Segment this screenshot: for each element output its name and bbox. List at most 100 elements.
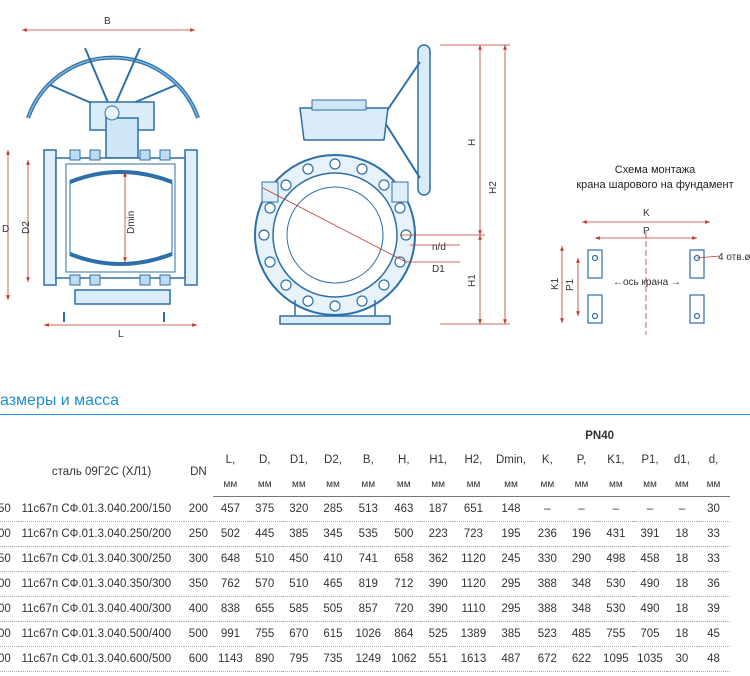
unit-cell: мм [281, 472, 316, 497]
value-cell: 458 [633, 546, 667, 572]
row-prefix-cell: 0/400 [0, 621, 20, 647]
mounting-scheme-title: Схема монтажа крана шарового на фундамен… [560, 163, 750, 193]
value-cell: 390 [421, 571, 456, 597]
value-cell: 285 [315, 496, 351, 522]
dim-l-label: L [118, 329, 124, 340]
value-cell: 1613 [455, 646, 492, 672]
value-cell: 712 [386, 571, 422, 597]
col-header: K1, [607, 454, 625, 466]
value-cell: 857 [350, 596, 387, 622]
value-cell: 505 [315, 596, 351, 622]
value-cell: 348 [564, 596, 599, 622]
row-prefix-cell: 0/250 [0, 546, 20, 572]
unit-cell: мм [530, 472, 565, 497]
value-cell: 670 [281, 621, 316, 647]
value-cell: 348 [564, 571, 599, 597]
value-cell: 705 [633, 621, 667, 647]
section-title: азмеры и масса [0, 392, 119, 409]
value-cell: – [530, 496, 565, 522]
row-prefix-cell: 0/300 [0, 596, 20, 622]
col-header: L, [225, 454, 236, 466]
col-header: D2, [324, 454, 342, 466]
value-cell: 148 [491, 496, 531, 522]
value-cell: 48 [697, 646, 730, 672]
col-header: H2, [464, 454, 483, 466]
value-cell: 445 [247, 521, 282, 547]
value-cell: 410 [315, 546, 351, 572]
value-cell: 388 [530, 596, 565, 622]
header-pn-row: PN40 [0, 424, 730, 448]
col-header: B, [362, 454, 374, 466]
unit-cell: мм [633, 472, 667, 497]
dn-header: DN [190, 466, 207, 479]
unit-cell: мм [697, 472, 730, 497]
value-cell: 320 [281, 496, 316, 522]
value-cell: 18 [666, 571, 697, 597]
dim-dmin-label: Dmin [126, 211, 137, 234]
value-cell: 720 [386, 596, 422, 622]
value-cell: 762 [213, 571, 248, 597]
mounting-scheme [587, 249, 705, 324]
value-cell: 1120 [455, 571, 492, 597]
model-cell: 11с67п СФ.01.3.040.350/300 [19, 571, 184, 597]
value-cell: 1389 [455, 621, 492, 647]
value-cell: 30 [666, 646, 697, 672]
value-cell: 615 [315, 621, 351, 647]
value-cell: 864 [386, 621, 422, 647]
dn-cell: 350 [183, 571, 214, 597]
dim-h2-label: H2 [488, 181, 499, 194]
value-cell: 1095 [598, 646, 634, 672]
dim-h1-label: H1 [467, 274, 478, 287]
dim-b-label: B [104, 16, 111, 27]
value-cell: 485 [564, 621, 599, 647]
col-header: H1, [429, 454, 448, 466]
value-cell: 463 [386, 496, 422, 522]
model-cell: 11с67п СФ.01.3.040.250/200 [19, 521, 184, 547]
value-cell: 290 [564, 546, 599, 572]
bolt-holes-label: 4 отв.ø [718, 252, 750, 263]
value-cell: – [666, 496, 697, 522]
row-prefix-cell: 0/300 [0, 571, 20, 597]
table-row: 0/40011с67п СФ.01.3.040.500/400500991755… [0, 621, 730, 647]
value-cell: 795 [281, 646, 316, 672]
section-title-rule [0, 414, 750, 415]
value-cell: 39 [697, 596, 730, 622]
col-header: d1, [673, 454, 690, 466]
unit-cell: мм [350, 472, 387, 497]
value-cell: 18 [666, 521, 697, 547]
value-cell: 245 [491, 546, 531, 572]
value-cell: 490 [633, 596, 667, 622]
dn-cell: 600 [183, 646, 214, 672]
value-cell: 362 [421, 546, 456, 572]
value-cell: 523 [530, 621, 565, 647]
value-cell: 723 [455, 521, 492, 547]
value-cell: 513 [350, 496, 387, 522]
unit-cell: мм [247, 472, 282, 497]
unit-cell: мм [386, 472, 422, 497]
header-row: сталь 09Г2С (ХЛ1) DN L, D, D1, D2, B, H,… [0, 448, 730, 478]
value-cell: 502 [213, 521, 248, 547]
value-cell: 457 [213, 496, 248, 522]
dim-k-label: K [643, 208, 650, 219]
value-cell: 525 [421, 621, 456, 647]
row-prefix-cell: 0/200 [0, 521, 20, 547]
value-cell: 1249 [350, 646, 387, 672]
value-cell: 651 [455, 496, 492, 522]
value-cell: 490 [633, 571, 667, 597]
value-cell: 465 [315, 571, 351, 597]
dim-p-label: P [643, 226, 650, 237]
dim-d-label: D [2, 224, 9, 235]
value-cell: 585 [281, 596, 316, 622]
value-cell: 295 [491, 596, 531, 622]
unit-cell: мм [564, 472, 599, 497]
value-cell: 388 [530, 571, 565, 597]
value-cell: 530 [598, 596, 634, 622]
value-cell: 648 [213, 546, 248, 572]
model-cell: 11с67п СФ.01.3.040.200/150 [19, 496, 184, 522]
model-cell: 11с67п СФ.01.3.040.500/400 [19, 621, 184, 647]
unit-row: мм мм мм мм мм мм мм мм мм мм мм мм мм м… [0, 472, 730, 497]
unit-cell: мм [421, 472, 456, 497]
dim-p1-label: P1 [565, 278, 576, 291]
